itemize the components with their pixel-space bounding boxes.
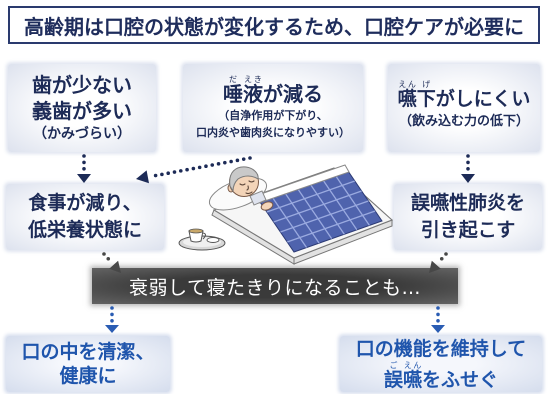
arrow-banner-to-function [431,306,445,333]
ruby-base: 誤 [383,368,403,391]
hand [260,201,274,211]
cause-teeth-note: （かみづらい） [33,126,131,142]
furigana: げ [416,79,436,89]
furigana: えん [397,79,417,89]
elderly-head [227,166,259,197]
ruby-word: 嚥えん [402,361,422,391]
cause-box-swallowing: 嚥えん下げがしにくい （飲み込む力の低下） [388,64,540,152]
small-bowl [206,237,220,243]
furigana: だ [223,75,243,84]
goal-function-line1: 口の機能を維持して [355,337,527,360]
ruby-word: 唾だ [223,76,243,107]
effect-pneumonia-line2: 引き起こす [420,219,516,241]
arrow-swallowing-to-pneumonia [461,154,475,183]
cause-saliva-heading: 唾だ液えきが減る [223,75,323,107]
effect-box-malnutrition: 食事が減り、 低栄養状態に [6,184,164,250]
arrow-banner-to-hygiene [105,306,119,333]
heading-rest: がしにくい [435,87,531,110]
furigana: ご [383,360,403,370]
gray-hair [229,166,259,193]
goal-box-oral-function: 口の機能を維持して 誤ご嚥えんをふせぐ [340,336,542,392]
sheet-fold [254,164,350,204]
heading-rest: が減る [263,82,323,106]
effect-malnutrition-line2: 低栄養状態に [27,219,142,241]
banner-text: 衰弱して寝たきりになることも… [129,276,421,299]
ruby-base: 嚥 [402,368,422,391]
arrow-teeth-to-malnutrition [77,154,91,183]
line-rest: をふせぐ [422,368,499,391]
effect-malnutrition-line1: 食事が減り、 [28,192,142,214]
ruby-base: 唾 [223,82,243,106]
blanket [259,170,383,253]
goal-box-oral-hygiene: 口の中を清潔、 健康に [6,336,170,392]
pillow [208,177,268,211]
futon [211,167,394,265]
bedridden-elderly-illustration [178,164,394,265]
effect-box-aspiration-pneumonia: 誤嚥性肺炎を 引き起こす [394,184,542,250]
goal-hygiene-line1: 口の中を清潔、 [21,341,155,363]
pajama-collar [249,190,267,206]
ruby-word: 嚥えん [397,80,417,110]
ruby-base: 下 [416,87,436,110]
goal-function-line2: 誤ご嚥えんをふせぐ [384,361,498,392]
ruby-base: 液 [243,82,263,106]
ruby-word: 液えき [243,76,263,107]
ruby-word: 誤ご [383,361,403,391]
cause-teeth-line1: 歯が少ない [32,73,132,97]
title-box: 高齢期は口腔の状態が変化するため、口腔ケアが必要に [8,6,540,44]
tray [178,228,226,251]
goal-hygiene-line2: 健康に [59,365,117,387]
cause-teeth-line2: 義歯が多い [32,99,132,123]
teacup [188,228,206,243]
ruby-base: 嚥 [397,87,417,110]
cause-saliva-note2: 口内炎や歯肉炎になりやすい） [196,126,350,139]
cause-swallowing-note: （飲み込む力の低下） [398,113,529,129]
furigana: えき [243,75,263,84]
ruby-word: 下げ [416,80,436,110]
page-title: 高齢期は口腔の状態が変化するため、口腔ケアが必要に [24,14,524,39]
cause-box-saliva: 唾だ液えきが減る （自浄作用が下がり、 口内炎や歯肉炎になりやすい） [183,64,363,152]
arrow-saliva-to-malnutrition [136,156,252,184]
face [239,180,255,195]
furigana: えん [402,360,422,370]
cause-swallowing-heading: 嚥えん下げがしにくい [398,80,531,113]
cause-box-teeth: 歯が少ない 義歯が多い （かみづらい） [8,64,156,152]
bedridden-warning-banner: 衰弱して寝たきりになることも… [92,268,458,304]
cause-saliva-note1: （自浄作用が下がり、 [218,109,328,122]
effect-pneumonia-line1: 誤嚥性肺炎を [410,192,525,214]
